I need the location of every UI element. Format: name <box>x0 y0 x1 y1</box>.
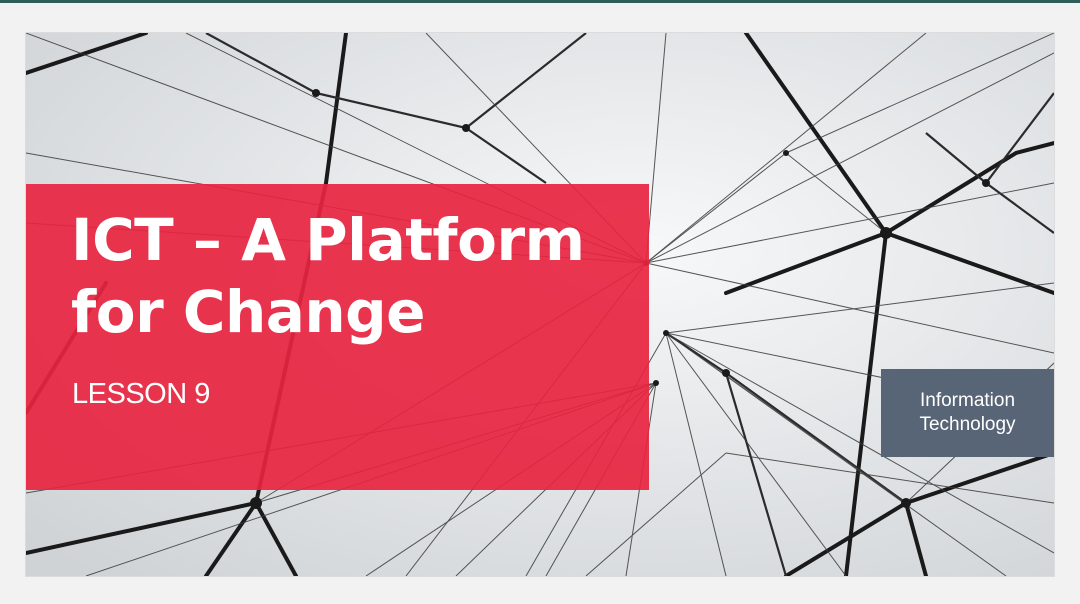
slide-subtitle[interactable]: LESSON 9 <box>72 378 210 410</box>
slide-title-line1: ICT – A Platform <box>71 206 585 274</box>
title-panel <box>26 184 649 490</box>
subject-badge[interactable]: Information Technology <box>881 369 1054 457</box>
slide-title[interactable]: ICT – A Platform for Change <box>71 204 611 348</box>
badge-line2: Technology <box>919 414 1016 435</box>
slide-title-line2: for Change <box>71 278 426 346</box>
title-slide[interactable] <box>26 33 1054 576</box>
top-accent-rule <box>0 0 1080 3</box>
badge-line1: Information <box>919 390 1016 411</box>
